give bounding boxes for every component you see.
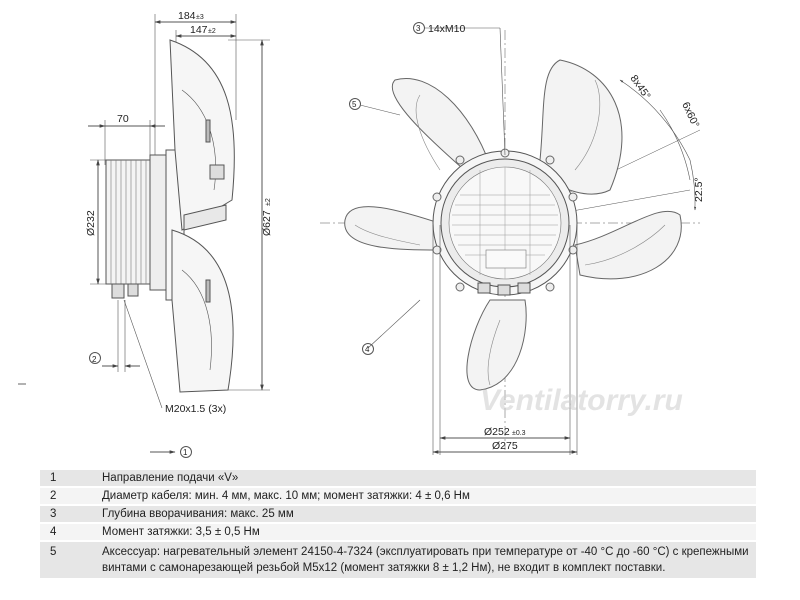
note-number: 4 [40,523,92,542]
dim-motor-depth: 70 [117,113,129,125]
callout-2: 2 [92,355,97,364]
angle-6x60: 6x60° [679,100,701,130]
cable-gland-leader [123,299,163,409]
note-text: Глубина вворачивания: макс. 25 мм [92,505,756,524]
cable-gland-label: M20x1.5 (3x) [165,403,226,415]
angle-8x45: 8x45° [628,73,653,102]
dim-blade-depth-tol: ±2 [208,28,216,35]
side-view [88,14,270,458]
note-text: Направление подачи «V» [92,470,756,488]
callout-1: 1 [183,448,188,457]
dim-fan-diameter: Ø627 [261,210,273,236]
callout-3: 3 [416,24,421,33]
thread-label: 14xM10 [428,23,466,35]
dim-total-depth: 184 [178,10,196,22]
callout-4: 4 [365,345,370,354]
dim-flange: Ø275 [492,440,518,452]
note-number: 3 [40,505,92,524]
dim-fan-diameter-tol: ±2 [265,198,272,206]
notes-table: 1 Направление подачи «V» 2 Диаметр кабел… [40,470,756,580]
note-text: Аксессуар: нагревательный элемент 24150-… [92,541,756,580]
dim-total-depth-tol: ±3 [196,14,204,21]
note-number: 2 [40,487,92,506]
technical-drawing: 184 ±3 147 ±2 70 Ø232 Ø627 ±2 M20x1.5 (3… [18,10,705,458]
note-text: Момент затяжки: 3,5 ± 0,5 Нм [92,523,756,542]
note-row: 2 Диаметр кабеля: мин. 4 мм, макс. 10 мм… [40,487,756,506]
note-row: 5 Аксессуар: нагревательный элемент 2415… [40,541,756,580]
note-row: 4 Момент затяжки: 3,5 ± 0,5 Нм [40,523,756,542]
note-row: 1 Направление подачи «V» [40,470,756,488]
callout-5: 5 [352,100,357,109]
watermark: Ventilatorry.ru [480,384,683,417]
dim-blade-depth: 147 [190,24,208,36]
note-text: Диаметр кабеля: мин. 4 мм, макс. 10 мм; … [92,487,756,506]
dim-motor-diameter: Ø232 [85,210,97,236]
dim-hole-circle-tol: ±0.3 [512,430,526,437]
dim-hole-circle: Ø252 [484,426,510,438]
note-number: 5 [40,541,92,580]
front-view [320,22,701,455]
note-number: 1 [40,470,92,488]
angle-22-5: 22.5° [693,177,705,202]
note-row: 3 Глубина вворачивания: макс. 25 мм [40,505,756,524]
